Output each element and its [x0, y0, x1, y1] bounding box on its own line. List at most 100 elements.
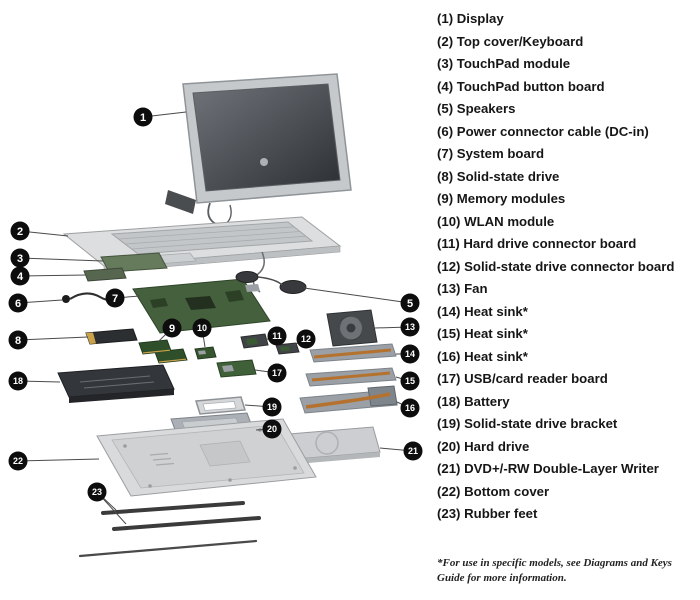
svg-text:19: 19 — [267, 402, 277, 412]
callout-badge-21: 21 — [403, 441, 423, 461]
callout-badge-23: 23 — [87, 482, 107, 502]
svg-text:14: 14 — [405, 349, 415, 359]
callout-badge-18: 18 — [8, 371, 28, 391]
heat-sink-16-part — [299, 385, 398, 414]
svg-text:4: 4 — [17, 271, 24, 283]
legend-item-13: (13) Fan — [437, 281, 488, 296]
legend-item-18: (18) Battery — [437, 393, 510, 409]
parts-legend: (1) Display (2) Top cover/Keyboard (3) Tou… — [437, 8, 697, 526]
display-part — [165, 73, 352, 244]
callout-badge-3: 3 — [10, 248, 30, 268]
solid-state-drive-part — [85, 328, 138, 345]
legend-item-7: (7) System board — [437, 146, 544, 161]
memory-modules-part — [138, 339, 188, 364]
svg-text:22: 22 — [13, 456, 23, 466]
svg-text:18: 18 — [13, 376, 23, 386]
callout-badge-8: 8 — [8, 330, 28, 350]
battery-part — [57, 364, 175, 403]
heat-sink-15-part — [305, 367, 397, 387]
svg-text:3: 3 — [17, 253, 23, 265]
touchpad-button-board-part — [83, 267, 127, 282]
ssd-connector-board-part — [275, 342, 300, 355]
svg-text:1: 1 — [140, 112, 146, 124]
callout-badge-10: 10 — [192, 318, 212, 338]
svg-text:2: 2 — [17, 226, 23, 238]
leader-line-8 — [17, 336, 89, 341]
svg-text:16: 16 — [405, 403, 415, 413]
svg-text:20: 20 — [267, 424, 277, 434]
svg-text:9: 9 — [169, 323, 175, 335]
legend-item-1: (1) Display — [437, 11, 504, 26]
callout-badge-5: 5 — [400, 293, 420, 313]
svg-text:21: 21 — [408, 446, 418, 456]
hp-logo-icon — [260, 158, 268, 166]
bottom-cover-part — [96, 418, 317, 497]
callout-badge-1: 1 — [133, 107, 153, 127]
rubber-feet-part — [78, 501, 261, 558]
svg-text:13: 13 — [405, 322, 415, 332]
svg-text:7: 7 — [112, 293, 118, 305]
callout-badge-13: 13 — [400, 317, 420, 337]
svg-text:23: 23 — [92, 487, 102, 497]
callout-badge-16: 16 — [400, 398, 420, 418]
legend-item-17: (17) USB/card reader board — [437, 371, 608, 386]
usb-card-reader-board-part — [216, 359, 257, 378]
callout-badge-11: 11 — [267, 326, 287, 346]
legend-item-2: (2) Top cover/Keyboard — [437, 33, 584, 49]
leader-lines-layer — [17, 111, 414, 511]
callout-badge-14: 14 — [400, 344, 420, 364]
legend-item-5: (5) Speakers — [437, 101, 516, 116]
svg-text:17: 17 — [272, 368, 282, 378]
touchpad-module-part — [100, 252, 168, 273]
legend-item-20: (20) Hard drive — [437, 438, 530, 454]
legend-item-15: (15) Heat sink* — [437, 326, 528, 341]
legend-item-9: (9) Memory modules — [437, 191, 566, 206]
leader-line-3 — [19, 257, 104, 262]
leader-line-22 — [17, 458, 100, 462]
svg-text:10: 10 — [197, 323, 207, 333]
speakers-part — [235, 271, 307, 294]
legend-item-12: (12) Solid-state drive connector board — [437, 258, 675, 274]
svg-text:11: 11 — [272, 331, 282, 341]
svg-text:15: 15 — [405, 376, 415, 386]
legend-item-4: (4) TouchPad button board — [437, 78, 605, 94]
callout-badge-7: 7 — [105, 288, 125, 308]
callout-badge-20: 20 — [262, 419, 282, 439]
legend-item-10: (10) WLAN module — [437, 213, 555, 229]
footnote: *For use in specific models, see Diagram… — [437, 557, 672, 584]
callout-badge-9: 9 — [162, 318, 182, 338]
ssd-bracket-part — [195, 396, 246, 415]
legend-item-3: (3) TouchPad module — [437, 56, 571, 71]
fan-part — [326, 309, 378, 347]
legend-item-22: (22) Bottom cover — [437, 483, 550, 499]
legend-item-19: (19) Solid-state drive bracket — [437, 416, 618, 431]
legend-item-23: (23) Rubber feet — [437, 506, 538, 521]
legend-item-14: (14) Heat sink* — [437, 303, 528, 319]
leader-line-5 — [303, 287, 411, 304]
legend-item-6: (6) Power connector cable (DC-in) — [437, 123, 649, 139]
callout-badge-6: 6 — [8, 293, 28, 313]
wlan-module-part — [194, 346, 217, 360]
dvd-writer-part — [276, 426, 381, 465]
svg-text:12: 12 — [301, 334, 311, 344]
heat-sink-14-part — [309, 343, 397, 363]
callout-badge-4: 4 — [10, 266, 30, 286]
callout-badge-22: 22 — [8, 451, 28, 471]
hard-drive-connector-board-part — [240, 333, 269, 349]
leader-line-4 — [19, 274, 87, 277]
callout-badge-2: 2 — [10, 221, 30, 241]
legend-item-21: (21) DVD+/-RW Double-Layer Writer — [437, 461, 659, 476]
top-cover-keyboard-part — [62, 216, 342, 293]
legend-item-11: (11) Hard drive connector board — [437, 236, 637, 251]
svg-text:8: 8 — [15, 335, 21, 347]
callout-badge-17: 17 — [267, 363, 287, 383]
callout-badge-15: 15 — [400, 371, 420, 391]
svg-text:5: 5 — [407, 298, 413, 310]
legend-item-8: (8) Solid-state drive — [437, 168, 560, 184]
system-board-part — [132, 278, 271, 334]
callout-badge-12: 12 — [296, 329, 316, 349]
